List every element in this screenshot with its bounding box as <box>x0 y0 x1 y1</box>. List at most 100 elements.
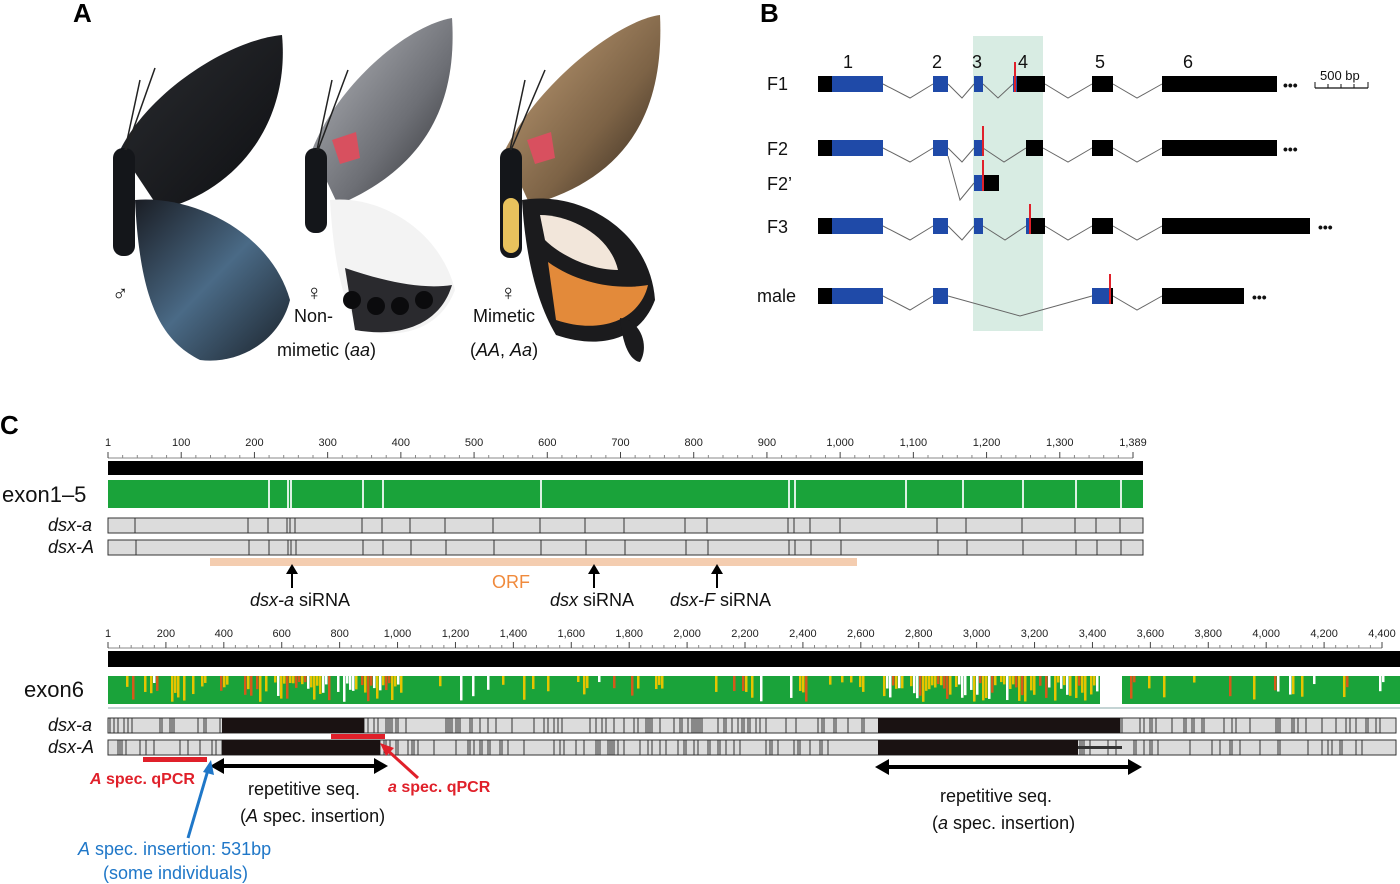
identity-variable-mark <box>1193 676 1196 683</box>
orf-bar <box>210 558 857 566</box>
identity-variable-mark <box>949 676 952 695</box>
identity-variable-mark <box>343 676 346 702</box>
isoform-f3-structure <box>818 204 1310 241</box>
panel-label-b: B <box>760 0 779 28</box>
identity-variable-mark <box>1274 676 1277 691</box>
identity-variable-mark <box>292 676 295 684</box>
identity-variable-mark <box>325 676 328 685</box>
identity-variable-mark <box>928 676 931 690</box>
identity-variable-mark <box>976 676 979 695</box>
repetitive-seq-A-arrow <box>210 758 388 774</box>
identity-variable-mark <box>1148 676 1151 689</box>
identity-variable-mark <box>1075 676 1078 698</box>
identity-variable-mark <box>964 676 967 696</box>
seq-variant-marks <box>109 718 1381 755</box>
identity-variable-mark <box>799 676 802 691</box>
insertion-block <box>222 740 380 755</box>
identity-variable-mark <box>943 676 946 689</box>
insertion-531bp-label-line1: A spec. insertion: 531bp <box>77 839 271 859</box>
identity-gap <box>905 480 907 508</box>
identity-variable-mark <box>223 676 226 688</box>
ruler-tick-label: 3,000 <box>963 628 991 640</box>
exon-number: 3 <box>972 52 982 72</box>
identity-variable-mark <box>661 676 664 689</box>
ruler-tick-label: 1 <box>105 437 111 449</box>
identity-variable-mark <box>1030 676 1033 691</box>
identity-variable-mark <box>937 676 940 685</box>
region-label-exon1-5: exon1–5 <box>2 482 86 507</box>
identity-variable-mark <box>177 676 180 698</box>
identity-gap <box>1100 676 1122 704</box>
identity-variable-mark <box>1084 676 1087 701</box>
ruler-tick-label: 4,400 <box>1368 628 1396 640</box>
A-spec-qpcr-bar <box>143 757 207 762</box>
identity-variable-mark <box>946 676 949 699</box>
ruler-tick-label: 3,200 <box>1021 628 1049 640</box>
identity-variable-mark <box>886 676 889 689</box>
identity-variable-mark <box>1021 676 1024 696</box>
female-symbol-nonmimetic: ♀ <box>306 280 323 305</box>
identity-variable-mark <box>1045 676 1048 698</box>
identity-variable-mark <box>1133 676 1136 683</box>
identity-variable-mark <box>655 676 658 690</box>
identity-variable-mark <box>370 676 373 686</box>
identity-variable-mark <box>367 676 370 702</box>
a-spec-qpcr-bar <box>331 734 385 739</box>
panel-label-a: A <box>73 0 92 28</box>
consensus-bar <box>108 651 1400 667</box>
identity-variable-mark <box>892 676 895 686</box>
identity-variable-mark <box>301 676 304 685</box>
identity-variable-mark <box>802 676 805 693</box>
identity-variable-mark <box>376 676 379 699</box>
identity-variable-mark <box>916 676 919 699</box>
female-symbol-mimetic: ♀ <box>500 280 517 305</box>
identity-variable-mark <box>760 676 763 702</box>
identity-variable-mark <box>862 676 865 692</box>
ruler-tick-label: 1,200 <box>973 437 1001 449</box>
identity-variable-mark <box>400 676 403 693</box>
isoform-male-structure <box>818 274 1244 317</box>
ruler-tick-label: 4,200 <box>1310 628 1338 640</box>
identity-variable-mark <box>913 676 916 694</box>
identity-variable-mark <box>523 676 526 700</box>
identity-variable-mark <box>1343 676 1346 698</box>
identity-variable-mark <box>1012 676 1015 685</box>
identity-variable-mark <box>394 676 397 687</box>
identity-variable-mark <box>919 676 922 696</box>
identity-variable-mark <box>156 676 159 691</box>
butterfly-mimetic-female-image <box>500 15 661 362</box>
identity-variable-mark <box>733 676 736 692</box>
identity-variable-mark <box>192 676 195 695</box>
identity-variable-mark <box>1066 676 1069 695</box>
identity-gap <box>290 480 292 508</box>
nonmimetic-label-line1: Non- <box>294 306 333 326</box>
identity-variable-mark <box>1292 676 1295 695</box>
identity-variable-mark <box>532 676 535 690</box>
identity-variable-regions <box>126 676 1385 704</box>
identity-variable-mark <box>973 676 976 702</box>
insertion-block <box>878 740 1078 755</box>
sirna-label-dsx-a: dsx-a siRNA <box>250 590 350 610</box>
identity-variable-mark <box>715 676 718 692</box>
identity-variable-mark <box>988 676 991 699</box>
identity-variable-mark <box>126 676 129 687</box>
identity-gap <box>287 480 289 508</box>
identity-variable-mark <box>547 676 550 692</box>
identity-variable-mark <box>310 676 313 688</box>
ruler-tick-label: 2,000 <box>673 628 701 640</box>
identity-variable-mark <box>244 676 247 695</box>
seq-variant-marks <box>134 518 1122 555</box>
identity-variable-mark <box>883 676 886 697</box>
identity-variable-mark <box>274 676 277 683</box>
scale-bar-label: 500 bp <box>1320 68 1360 83</box>
identity-variable-mark <box>1289 676 1292 695</box>
identity-variable-mark <box>328 676 331 701</box>
ruler-tick-label: 2,600 <box>847 628 875 640</box>
ruler-tick-label: 500 <box>465 437 483 449</box>
identity-variable-mark <box>1063 676 1066 686</box>
isoform-label-f2: F2 <box>767 139 788 159</box>
identity-variable-mark <box>298 676 301 683</box>
exon-number-labels: 1 2 3 4 5 6 <box>843 52 1193 72</box>
ruler-tick-label: 2,400 <box>789 628 817 640</box>
